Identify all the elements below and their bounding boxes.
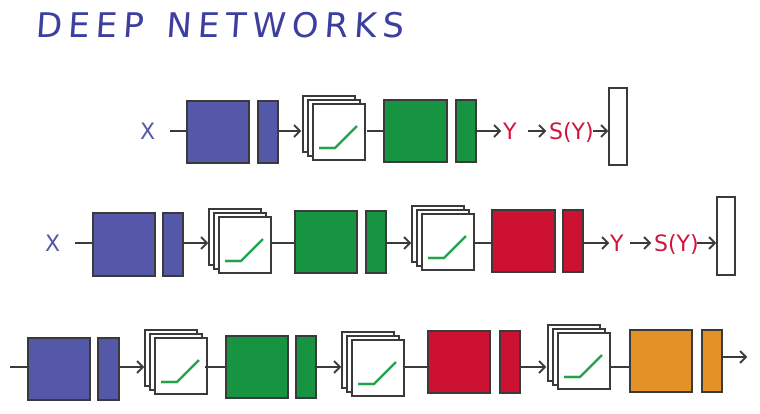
arrow-icon — [183, 236, 209, 250]
arrow-icon — [119, 360, 145, 374]
arrow-icon — [697, 236, 717, 250]
bias-2 — [455, 99, 477, 163]
relu-card — [421, 213, 475, 271]
relu-curve-icon — [225, 238, 264, 263]
arrow-icon — [583, 236, 610, 250]
logits-label-y: Y — [502, 120, 517, 145]
arrow-icon — [386, 236, 412, 250]
softmax-label: S(Y) — [549, 120, 594, 145]
arrow-head — [739, 350, 748, 364]
arrow-icon — [593, 124, 609, 138]
bias-1 — [257, 100, 279, 164]
bias-1 — [162, 212, 184, 277]
linear-layer-2 — [225, 335, 289, 399]
input-label-x: X — [45, 232, 60, 257]
relu-curve-icon — [564, 354, 603, 379]
relu-card — [218, 216, 272, 274]
output-vector — [608, 87, 628, 166]
relu-card — [154, 337, 208, 395]
relu-stack — [341, 331, 405, 397]
softmax-label: S(Y) — [654, 232, 699, 257]
linear-layer-2 — [383, 99, 448, 163]
relu-stack — [302, 95, 366, 161]
input-label-x: X — [140, 120, 155, 145]
logits-label-y: Y — [609, 232, 624, 257]
arrow-icon — [316, 360, 342, 374]
relu-card — [557, 332, 611, 390]
relu-stack — [411, 205, 475, 271]
arrow-head — [643, 236, 652, 250]
arrow-head — [538, 360, 547, 374]
linear-layer-1 — [92, 212, 156, 277]
relu-curve-icon — [161, 359, 200, 384]
relu-stack — [144, 329, 208, 395]
linear-layer-3 — [491, 209, 556, 273]
arrow-icon — [520, 360, 547, 374]
arrow-icon — [630, 236, 652, 250]
relu-stack — [547, 324, 611, 390]
linear-layer-1 — [27, 337, 91, 401]
arrow-head — [600, 124, 609, 138]
arrow-head — [403, 236, 412, 250]
arrow-head — [200, 236, 209, 250]
arrow-head — [136, 360, 145, 374]
arrow-head — [493, 124, 502, 138]
arrow-head — [538, 124, 547, 138]
arrow-icon — [528, 124, 547, 138]
arrow-icon — [278, 124, 302, 138]
arrow-head — [293, 124, 302, 138]
bias-3 — [499, 330, 521, 394]
relu-curve-icon — [358, 361, 397, 386]
arrow-icon — [476, 124, 502, 138]
arrow-head — [708, 236, 717, 250]
bias-4 — [701, 329, 723, 393]
linear-layer-4 — [629, 329, 693, 393]
bias-2 — [365, 210, 387, 274]
arrow-head — [333, 360, 342, 374]
bias-3 — [562, 209, 584, 273]
linear-layer-1 — [186, 100, 250, 164]
arrow-icon — [722, 350, 748, 364]
arrow-head — [601, 236, 610, 250]
relu-curve-icon — [319, 125, 358, 150]
relu-card — [312, 103, 366, 161]
bias-1 — [97, 337, 120, 401]
relu-card — [351, 339, 405, 397]
linear-layer-2 — [294, 210, 358, 274]
linear-layer-3 — [427, 330, 491, 394]
relu-curve-icon — [428, 235, 467, 260]
bias-2 — [295, 335, 317, 399]
relu-stack — [208, 208, 272, 274]
output-vector — [716, 196, 736, 276]
